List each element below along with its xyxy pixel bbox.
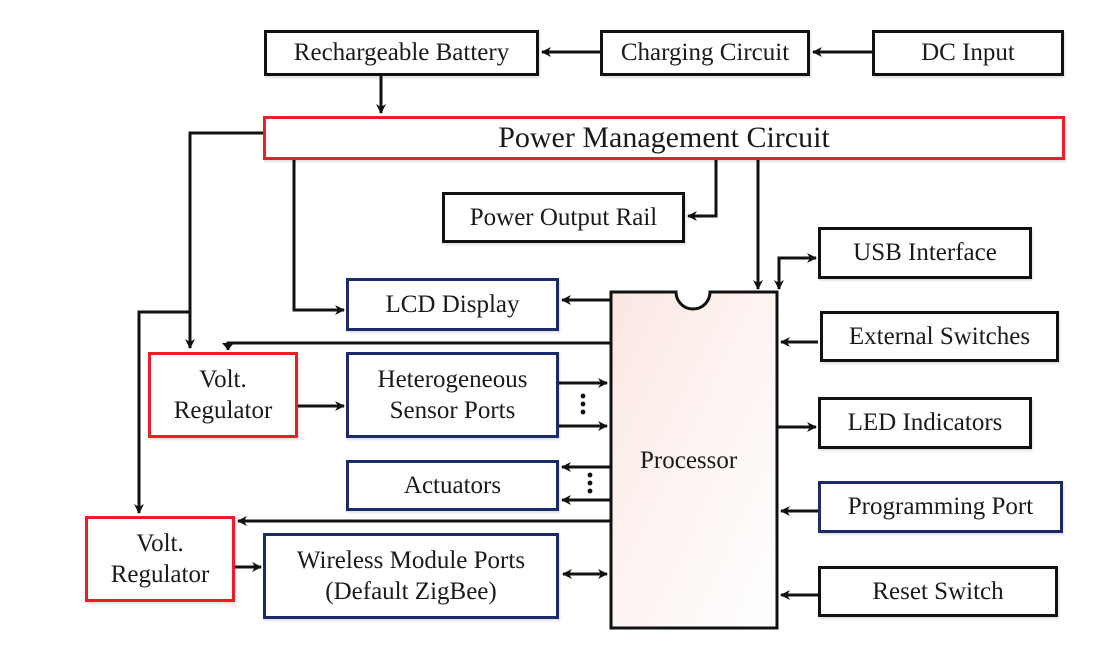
block-volt-regulator-1: Volt. Regulator <box>148 352 298 438</box>
block-label: Volt. Regulator <box>173 365 273 424</box>
block-lcd-display: LCD Display <box>346 278 559 331</box>
block-dc-input: DC Input <box>872 30 1064 76</box>
block-label: Power Management Circuit <box>498 121 830 155</box>
block-label: Volt. Regulator <box>110 529 210 588</box>
block-label: Actuators <box>403 471 502 499</box>
block-label: LED Indicators <box>847 409 1003 437</box>
block-programming-port: Programming Port <box>818 481 1063 533</box>
block-label: Wireless Module Ports (Default ZigBee) <box>296 546 526 605</box>
block-charging-circuit: Charging Circuit <box>600 30 810 76</box>
sensor-ellipsis-dots <box>580 393 586 415</box>
block-label: LCD Display <box>385 290 520 318</box>
block-label: DC Input <box>921 39 1015 67</box>
block-label: Heterogeneous Sensor Ports <box>377 365 528 424</box>
processor-body <box>609 290 779 630</box>
block-reset-switch: Reset Switch <box>818 566 1058 617</box>
block-power-management-circuit: Power Management Circuit <box>263 116 1065 160</box>
block-actuators: Actuators <box>346 460 559 511</box>
block-label: Reset Switch <box>872 577 1004 605</box>
block-external-switches: External Switches <box>820 311 1059 362</box>
block-led-indicators: LED Indicators <box>818 397 1032 449</box>
block-volt-regulator-2: Volt. Regulator <box>85 516 235 602</box>
actuator-ellipsis-dots <box>587 472 593 494</box>
arrow-processor-usb-bidirectional <box>774 253 817 290</box>
processor-label: Processor <box>640 447 738 474</box>
arrow-pmc-to-output-rail <box>687 158 718 221</box>
block-wireless-module-ports: Wireless Module Ports (Default ZigBee) <box>263 533 559 619</box>
block-label: Power Output Rail <box>469 203 658 231</box>
block-heterogeneous-sensor-ports: Heterogeneous Sensor Ports <box>346 352 559 438</box>
block-usb-interface: USB Interface <box>818 227 1032 279</box>
block-rechargeable-battery: Rechargeable Battery <box>264 30 539 76</box>
block-label: Charging Circuit <box>620 39 790 67</box>
block-label: Programming Port <box>847 493 1034 521</box>
block-label: USB Interface <box>853 239 997 267</box>
arrow-pmc-to-vreg2 <box>134 310 190 514</box>
arrow-pmc-to-lcd <box>292 158 345 315</box>
block-label: External Switches <box>848 322 1031 350</box>
arrow-pmc-to-vreg1 <box>185 131 264 349</box>
block-label: Rechargeable Battery <box>293 39 510 67</box>
arrow-processor-to-vreg1 <box>226 341 611 350</box>
block-power-output-rail: Power Output Rail <box>442 192 685 243</box>
